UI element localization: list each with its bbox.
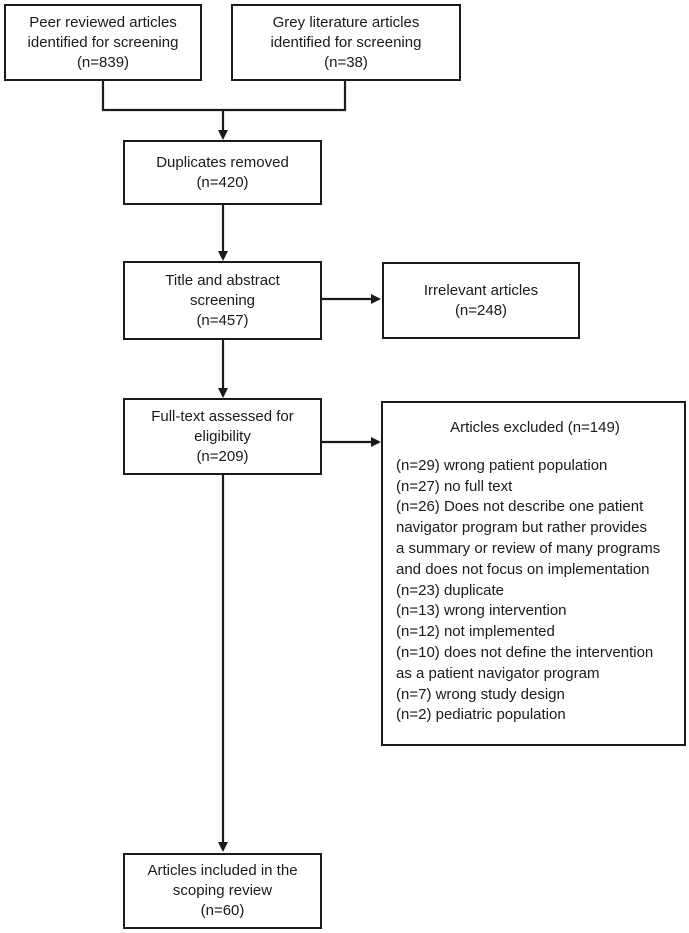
grey-literature-count: (n=38) xyxy=(324,53,368,71)
duplicates-removed-label: Duplicates removed xyxy=(156,153,289,171)
grey-literature-line-1: Grey literature articles xyxy=(272,13,420,31)
exclusion-reason: (n=27) no full text xyxy=(396,477,513,495)
exclusion-reason: a summary or review of many programs xyxy=(396,539,661,557)
included-line-2: scoping review xyxy=(172,882,273,899)
exclusion-reason: and does not focus on implementation xyxy=(396,560,650,578)
exclusion-reason: (n=12) not implemented xyxy=(396,623,555,641)
title-abstract-screening-box: Title and abstract screening (n=457) xyxy=(123,261,322,340)
exclusion-reason: (n=7) wrong study design xyxy=(396,685,565,703)
irrelevant-articles-box: Irrelevant articles (n=248) xyxy=(382,262,580,339)
articles-excluded-title: Articles excluded (n=149) xyxy=(450,419,620,436)
exclusion-reason: as a patient navigator program xyxy=(396,664,600,682)
exclusion-reason: navigator program but rather provides xyxy=(396,519,647,537)
articles-excluded-box: Articles excluded (n=149) (n=29) wrong p… xyxy=(381,401,686,746)
irrelevant-articles-label: Irrelevant articles xyxy=(423,281,539,299)
exclusion-reason: (n=10) does not define the intervention xyxy=(396,643,654,661)
peer-reviewed-box: Peer reviewed articles identified for sc… xyxy=(4,4,202,81)
irrelevant-articles-count: (n=248) xyxy=(454,301,508,319)
exclusion-reason: (n=13) wrong intervention xyxy=(396,602,567,620)
title-abstract-count: (n=457) xyxy=(196,311,249,329)
duplicates-removed-count: (n=420) xyxy=(196,173,249,191)
included-line-1: Articles included in the xyxy=(147,862,298,879)
grey-literature-box: Grey literature articles identified for … xyxy=(231,4,461,81)
full-text-count: (n=209) xyxy=(196,447,249,465)
peer-reviewed-line-2: identified for screening xyxy=(27,33,179,51)
exclusion-reason: (n=26) Does not describe one patient xyxy=(396,498,644,516)
exclusion-reason: (n=29) wrong patient population xyxy=(396,456,608,474)
full-text-assessed-box: Full-text assessed for eligibility (n=20… xyxy=(123,398,322,475)
full-text-line-1: Full-text assessed for xyxy=(151,407,294,425)
articles-included-box: Articles included in the scoping review … xyxy=(123,853,322,929)
peer-reviewed-line-1: Peer reviewed articles xyxy=(29,13,177,31)
full-text-line-2: eligibility xyxy=(194,427,251,445)
title-abstract-line-1: Title and abstract xyxy=(165,271,280,289)
exclusion-reason: (n=2) pediatric population xyxy=(396,706,566,724)
included-count: (n=60) xyxy=(200,902,245,919)
duplicates-removed-box: Duplicates removed (n=420) xyxy=(123,140,322,205)
peer-reviewed-count: (n=839) xyxy=(76,53,130,71)
grey-literature-line-2: identified for screening xyxy=(270,33,422,51)
title-abstract-line-2: screening xyxy=(189,291,256,309)
exclusion-reason: (n=23) duplicate xyxy=(396,581,504,599)
